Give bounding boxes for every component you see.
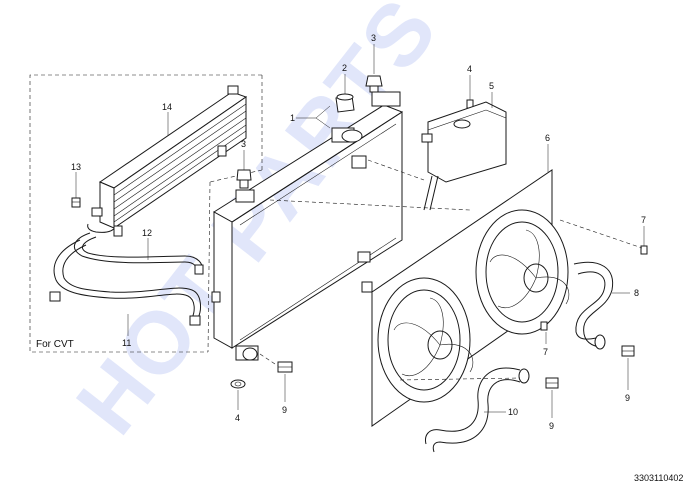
inset-label: For CVT — [36, 339, 74, 350]
callout-1: 1 — [290, 113, 295, 123]
reference-number: 3303110402 — [634, 473, 683, 483]
callout-3-top: 3 — [371, 33, 376, 43]
assembly-guide-lines — [259, 159, 643, 381]
radiator-mount-side — [236, 169, 252, 189]
coolant-reservoir — [421, 101, 507, 211]
callout-4-top: 4 — [467, 64, 472, 74]
callout-14: 14 — [162, 102, 172, 112]
bolt-7-center — [540, 321, 548, 331]
callout-8: 8 — [634, 288, 639, 298]
hose-clip-13 — [71, 197, 81, 208]
radiator — [211, 91, 404, 361]
callout-13: 13 — [71, 162, 81, 172]
callout-6: 6 — [545, 133, 550, 143]
radiator-cap — [335, 93, 355, 113]
callout-3-side: 3 — [241, 139, 246, 149]
bolt-4-bottom — [230, 379, 246, 389]
radiator-mount-top — [365, 75, 383, 93]
callout-10: 10 — [508, 407, 518, 417]
hose-clamp-9-right — [621, 345, 635, 357]
upper-radiator-hose — [573, 261, 614, 350]
cvt-hose-11 — [49, 239, 201, 326]
callout-2: 2 — [342, 63, 347, 73]
cvt-oil-cooler — [87, 85, 248, 237]
fan-shroud-assembly — [361, 169, 570, 427]
callout-4-bottom: 4 — [235, 413, 240, 423]
callout-5: 5 — [489, 81, 494, 91]
lower-radiator-hose — [425, 367, 530, 453]
callout-7-right: 7 — [641, 215, 646, 225]
bolt-7-right — [640, 245, 648, 255]
callout-11: 11 — [122, 338, 131, 348]
callout-12: 12 — [142, 228, 152, 238]
callout-leaders — [75, 44, 645, 418]
callout-9-center: 9 — [549, 421, 554, 431]
callout-9-left: 9 — [282, 405, 287, 415]
callout-numbers: 1 2 3 3 4 4 5 6 7 7 8 9 9 9 10 11 12 13 … — [71, 33, 646, 431]
callout-9-right: 9 — [625, 393, 630, 403]
hose-clamp-9-left — [277, 361, 293, 373]
cvt-inset-frame — [29, 74, 263, 353]
callout-7-center: 7 — [543, 347, 548, 357]
hose-clamp-9-center — [545, 377, 559, 389]
